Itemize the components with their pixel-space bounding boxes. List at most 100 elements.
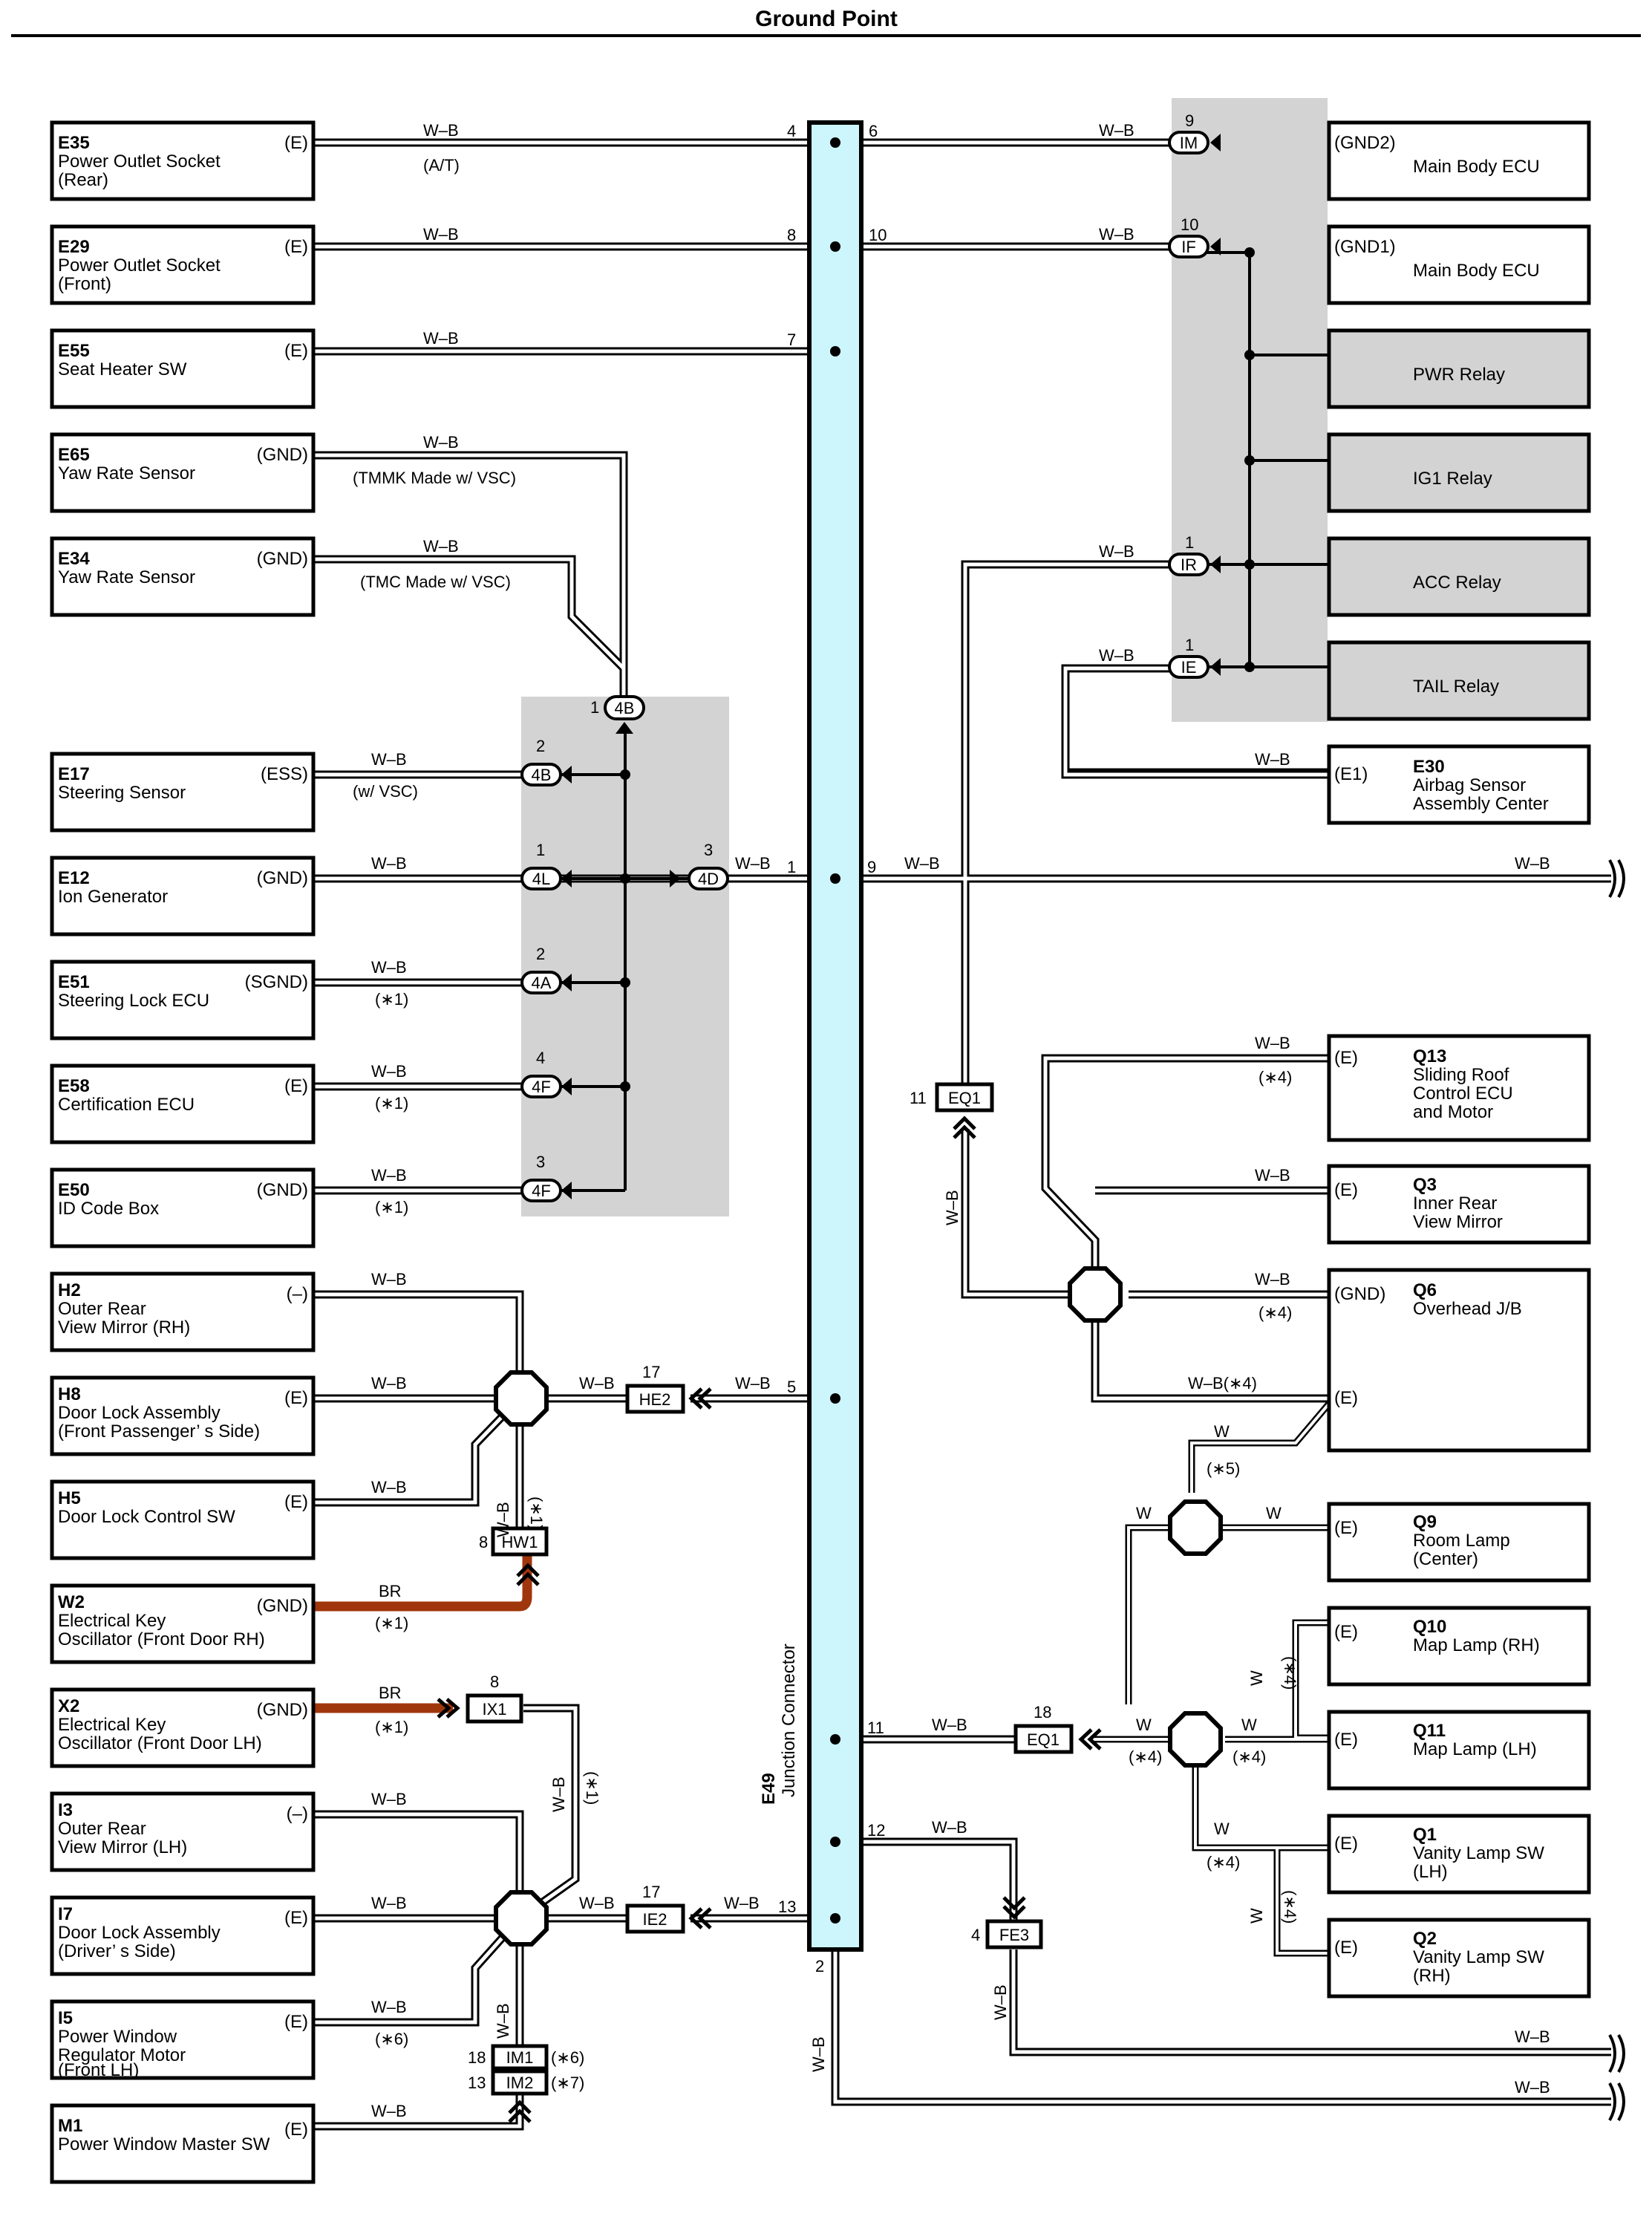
svg-text:W–B: W–B — [735, 854, 771, 873]
svg-text:W–B: W–B — [371, 1998, 407, 2016]
svg-text:(Rear): (Rear) — [58, 170, 108, 190]
svg-text:W–B: W–B — [423, 121, 459, 140]
svg-text:W2: W2 — [58, 1592, 85, 1612]
svg-text:4B: 4B — [532, 766, 552, 784]
svg-text:8: 8 — [479, 1533, 488, 1551]
svg-text:Sliding Roof: Sliding Roof — [1413, 1065, 1509, 1085]
component-main-body-ecu-gnd2: (GND2) Main Body ECU — [1327, 120, 1591, 201]
jpin-9: 9 — [867, 858, 876, 876]
connector-4a: 4A — [520, 971, 572, 994]
jpin-12: 12 — [867, 1821, 885, 1840]
svg-text:W–B: W–B — [371, 1062, 407, 1081]
svg-text:Oscillator (Front Door RH): Oscillator (Front Door RH) — [58, 1629, 265, 1649]
svg-text:(RH): (RH) — [1413, 1966, 1451, 1986]
svg-text:I7: I7 — [58, 1904, 73, 1924]
svg-text:(GND): (GND) — [257, 1700, 308, 1720]
oval-connectors-left: 4B 4B 4L 4A 4F 4F 4D 1 2 1 3 2 4 3 — [520, 695, 729, 1202]
svg-text:E34: E34 — [58, 549, 90, 569]
svg-text:(Front): (Front) — [58, 274, 111, 294]
component-e34: E34 Yaw Rate Sensor (GND) — [50, 536, 316, 617]
svg-text:10: 10 — [1181, 215, 1198, 234]
svg-text:(∗1): (∗1) — [375, 1198, 408, 1216]
svg-text:Map Lamp (RH): Map Lamp (RH) — [1413, 1635, 1540, 1655]
jpin-8: 8 — [787, 226, 796, 244]
svg-text:(E): (E) — [1334, 1938, 1358, 1958]
svg-text:(E): (E) — [284, 237, 308, 257]
svg-text:W: W — [1136, 1504, 1152, 1522]
connector-if: IF — [1168, 235, 1221, 258]
svg-text:E50: E50 — [58, 1180, 90, 1200]
splice-right-upper — [1068, 1266, 1123, 1323]
svg-text:W–B: W–B — [809, 2036, 828, 2072]
svg-text:E51: E51 — [58, 972, 90, 992]
component-i3: I3 Outer Rear View Mirror (LH) (–) — [50, 1791, 316, 1872]
svg-text:17: 17 — [642, 1883, 660, 1901]
svg-text:Steering Sensor: Steering Sensor — [58, 783, 186, 803]
svg-text:(E): (E) — [1334, 1388, 1358, 1408]
svg-text:W–B: W–B — [1515, 854, 1550, 873]
svg-text:(E): (E) — [1334, 1730, 1358, 1750]
component-e30: (E1) E30 Airbag Sensor Assembly Center — [1327, 744, 1591, 825]
svg-text:Power Outlet Socket: Power Outlet Socket — [58, 152, 221, 172]
rect-connectors: EQ1 11 HE2 17 HW1 8 IX1 8 EQ1 18 IE2 17 … — [437, 1082, 1102, 2123]
svg-text:W–B: W–B — [371, 1790, 407, 1808]
svg-text:(∗1): (∗1) — [375, 990, 408, 1009]
svg-text:View Mirror: View Mirror — [1413, 1212, 1503, 1232]
svg-text:(∗6): (∗6) — [551, 2048, 584, 2067]
svg-text:W–B: W–B — [932, 1818, 967, 1837]
svg-text:4F: 4F — [532, 1182, 551, 1200]
svg-text:17: 17 — [642, 1363, 660, 1381]
svg-text:W: W — [1247, 1670, 1266, 1686]
svg-text:1: 1 — [1185, 636, 1194, 654]
svg-text:(GND1): (GND1) — [1334, 237, 1396, 257]
splice-left-lower — [494, 1890, 549, 1947]
component-q3: (E) Q3 Inner Rear View Mirror — [1327, 1164, 1591, 1245]
component-i5: I5 Power Window Regulator Motor (Front L… — [50, 1999, 316, 2080]
svg-text:(E): (E) — [1334, 1834, 1358, 1854]
continuation-marks — [1608, 859, 1625, 2121]
svg-text:(Driver’ s Side): (Driver’ s Side) — [58, 1941, 176, 1961]
connector-eq1-horizontal: EQ1 — [1013, 1724, 1102, 1754]
jpin-11: 11 — [867, 1719, 884, 1737]
connector-im: IM — [1168, 131, 1221, 154]
connector-4l: 4L — [520, 867, 572, 890]
wires-wb — [313, 138, 1611, 2131]
svg-text:(E): (E) — [1334, 1180, 1358, 1200]
svg-text:(w/ VSC): (w/ VSC) — [353, 782, 418, 801]
svg-text:BR: BR — [379, 1684, 402, 1702]
svg-text:E17: E17 — [58, 764, 90, 784]
svg-text:(∗1): (∗1) — [375, 1094, 408, 1113]
svg-text:Seat Heater SW: Seat Heater SW — [58, 359, 187, 380]
svg-text:W–B: W–B — [371, 958, 407, 977]
svg-text:(LH): (LH) — [1413, 1862, 1448, 1882]
svg-text:Vanity Lamp SW: Vanity Lamp SW — [1413, 1947, 1544, 1967]
svg-text:(GND): (GND) — [257, 1180, 308, 1200]
svg-text:IX1: IX1 — [482, 1700, 506, 1719]
connector-4d: 4D — [670, 867, 729, 890]
svg-text:W–B: W–B — [1099, 121, 1134, 140]
svg-text:Oscillator (Front Door LH): Oscillator (Front Door LH) — [58, 1733, 262, 1753]
svg-text:3: 3 — [536, 1153, 545, 1171]
right-components: (GND2) Main Body ECU (GND1) Main Body EC… — [1327, 120, 1591, 1999]
jpin-5: 5 — [787, 1378, 796, 1396]
svg-text:(GND): (GND) — [257, 868, 308, 888]
component-q11: (E) Q11 Map Lamp (LH) — [1327, 1710, 1591, 1791]
svg-text:Regulator Motor: Regulator Motor — [58, 2045, 186, 2065]
svg-text:EQ1: EQ1 — [948, 1089, 981, 1107]
svg-text:Power Window: Power Window — [58, 2027, 177, 2047]
component-x2: X2 Electrical Key Oscillator (Front Door… — [50, 1687, 316, 1768]
component-q9: (E) Q9 Room Lamp (Center) — [1327, 1502, 1591, 1583]
svg-text:E65: E65 — [58, 445, 90, 465]
svg-text:Assembly Center: Assembly Center — [1413, 794, 1549, 814]
svg-text:9: 9 — [1185, 111, 1194, 130]
component-e65: E65 Yaw Rate Sensor (GND) — [50, 432, 316, 513]
svg-text:W–B: W–B — [371, 2102, 407, 2120]
svg-text:PWR Relay: PWR Relay — [1413, 365, 1505, 385]
svg-text:W–B: W–B — [1255, 1166, 1290, 1185]
jpin-6: 6 — [869, 122, 878, 140]
svg-text:(A/T): (A/T) — [423, 156, 460, 175]
splices — [494, 1266, 1223, 1947]
svg-text:W: W — [1266, 1504, 1282, 1522]
svg-text:TAIL Relay: TAIL Relay — [1413, 677, 1499, 697]
svg-text:W–B: W–B — [371, 1478, 407, 1496]
